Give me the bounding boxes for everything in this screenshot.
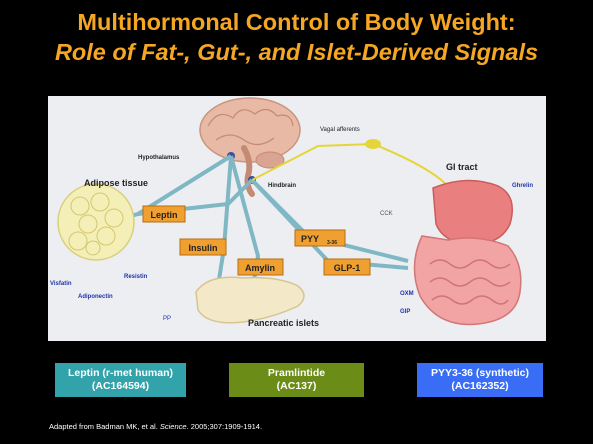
- leptin-label: Leptin: [151, 210, 178, 220]
- pramlintide-drug-box: Pramlintide (AC137): [229, 363, 364, 397]
- insulin-hormone-box: Insulin: [180, 239, 226, 255]
- gip-label: GIP: [400, 309, 410, 315]
- adipose-tissue-label: Adipose tissue: [84, 178, 148, 188]
- pramlintide-drug-name: Pramlintide: [229, 367, 364, 380]
- adiponectin-label: Adiponectin: [78, 294, 113, 300]
- insulin-label: Insulin: [189, 243, 218, 253]
- hindbrain-label: Hindbrain: [268, 183, 296, 189]
- pyy-hormone-box: PYY 3-36: [295, 230, 345, 246]
- ghrelin-label: Ghrelin: [512, 183, 533, 189]
- pancreas-illustration: [196, 277, 304, 323]
- pyy-drug-box: PYY3-36 (synthetic) (AC162352): [417, 363, 543, 397]
- visfatin-label: Visfatin: [50, 281, 72, 287]
- leptin-hormone-box: Leptin: [143, 206, 185, 222]
- cck-label: CCK: [380, 211, 393, 217]
- gi-tract-illustration: [414, 180, 520, 324]
- citation-journal: Science: [160, 422, 187, 431]
- vagal-afferents-label: Vagal afferents: [320, 127, 360, 133]
- amylin-hormone-box: Amylin: [238, 259, 283, 275]
- citation-authors: Adapted from Badman MK, et al.: [49, 422, 160, 431]
- pancreatic-islets-label: Pancreatic islets: [248, 318, 319, 328]
- adipose-illustration: [58, 184, 134, 260]
- resistin-label: Resistin: [124, 274, 148, 280]
- pyy-label: PYY: [301, 234, 319, 244]
- leptin-drug-name: Leptin (r-met human): [55, 367, 186, 380]
- hormone-diagram: Leptin Insulin Amylin PYY 3-36 GLP-1 Vag…: [48, 96, 546, 341]
- pramlintide-drug-code: (AC137): [229, 380, 364, 393]
- glp1-label: GLP-1: [334, 263, 361, 273]
- gi-tract-label: GI tract: [446, 162, 478, 172]
- pyy-subscript: 3-36: [327, 240, 337, 246]
- leptin-drug-box: Leptin (r-met human) (AC164594): [55, 363, 186, 397]
- vagal-ganglion: [365, 139, 381, 149]
- hypothalamus-label: Hypothalamus: [138, 155, 180, 161]
- oxm-label: OXM: [400, 291, 414, 297]
- pyy-drug-name: PYY3-36 (synthetic): [417, 367, 543, 380]
- glp1-hormone-box: GLP-1: [324, 259, 370, 275]
- leptin-drug-code: (AC164594): [55, 380, 186, 393]
- title-line-1: Multihormonal Control of Body Weight:: [0, 8, 593, 36]
- citation: Adapted from Badman MK, et al. Science. …: [49, 422, 262, 431]
- citation-details: . 2005;307:1909-1914.: [187, 422, 262, 431]
- title-line-2: Role of Fat-, Gut-, and Islet-Derived Si…: [0, 38, 593, 66]
- pp-label: PP: [163, 316, 171, 322]
- amylin-label: Amylin: [245, 263, 275, 273]
- pyy-drug-code: (AC162352): [417, 380, 543, 393]
